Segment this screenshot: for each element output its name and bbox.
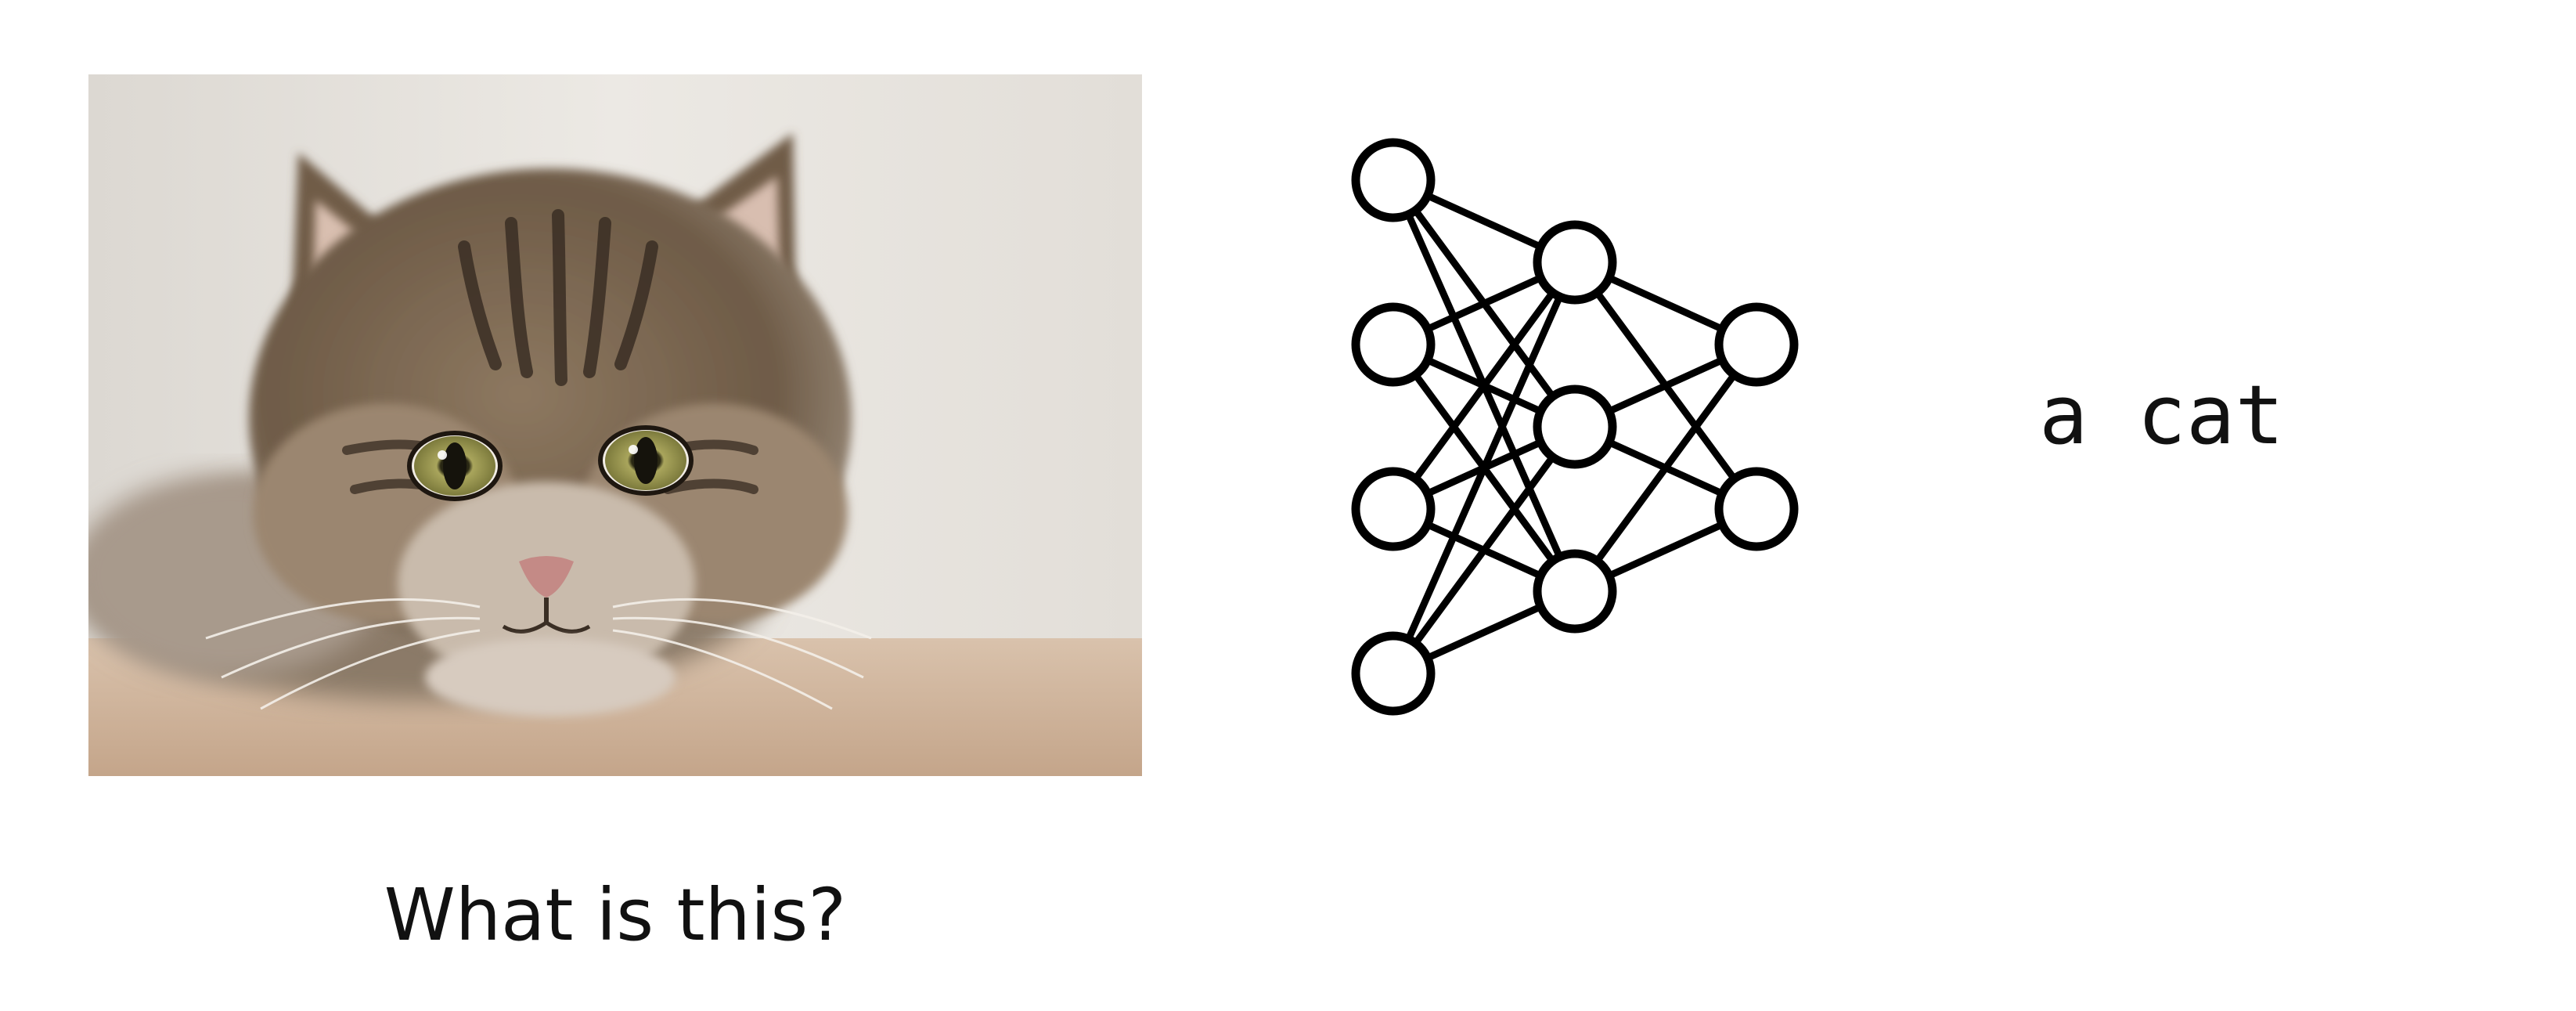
network-edge: [1389, 258, 1579, 677]
output-label: a cat: [2039, 367, 2285, 463]
network-edge: [1571, 341, 1760, 595]
network-nodes: [1351, 138, 1799, 716]
network-edge: [1389, 258, 1579, 513]
network-node-layer-3: [1714, 467, 1799, 551]
question-caption: What is this?: [384, 873, 847, 957]
network-node-layer-1: [1351, 467, 1436, 551]
network-node-layer-2: [1533, 385, 1617, 469]
cat-photo-illustration: [88, 74, 1142, 776]
network-node-layer-2: [1533, 220, 1617, 305]
network-edge: [1389, 423, 1579, 677]
network-node-layer-2: [1533, 549, 1617, 634]
neural-network-icon: [1351, 138, 1799, 716]
network-node-layer-1: [1351, 138, 1436, 222]
network-node-layer-3: [1714, 302, 1799, 387]
cat-photo: [88, 74, 1142, 776]
network-node-layer-1: [1351, 302, 1436, 387]
network-node-layer-1: [1351, 631, 1436, 716]
